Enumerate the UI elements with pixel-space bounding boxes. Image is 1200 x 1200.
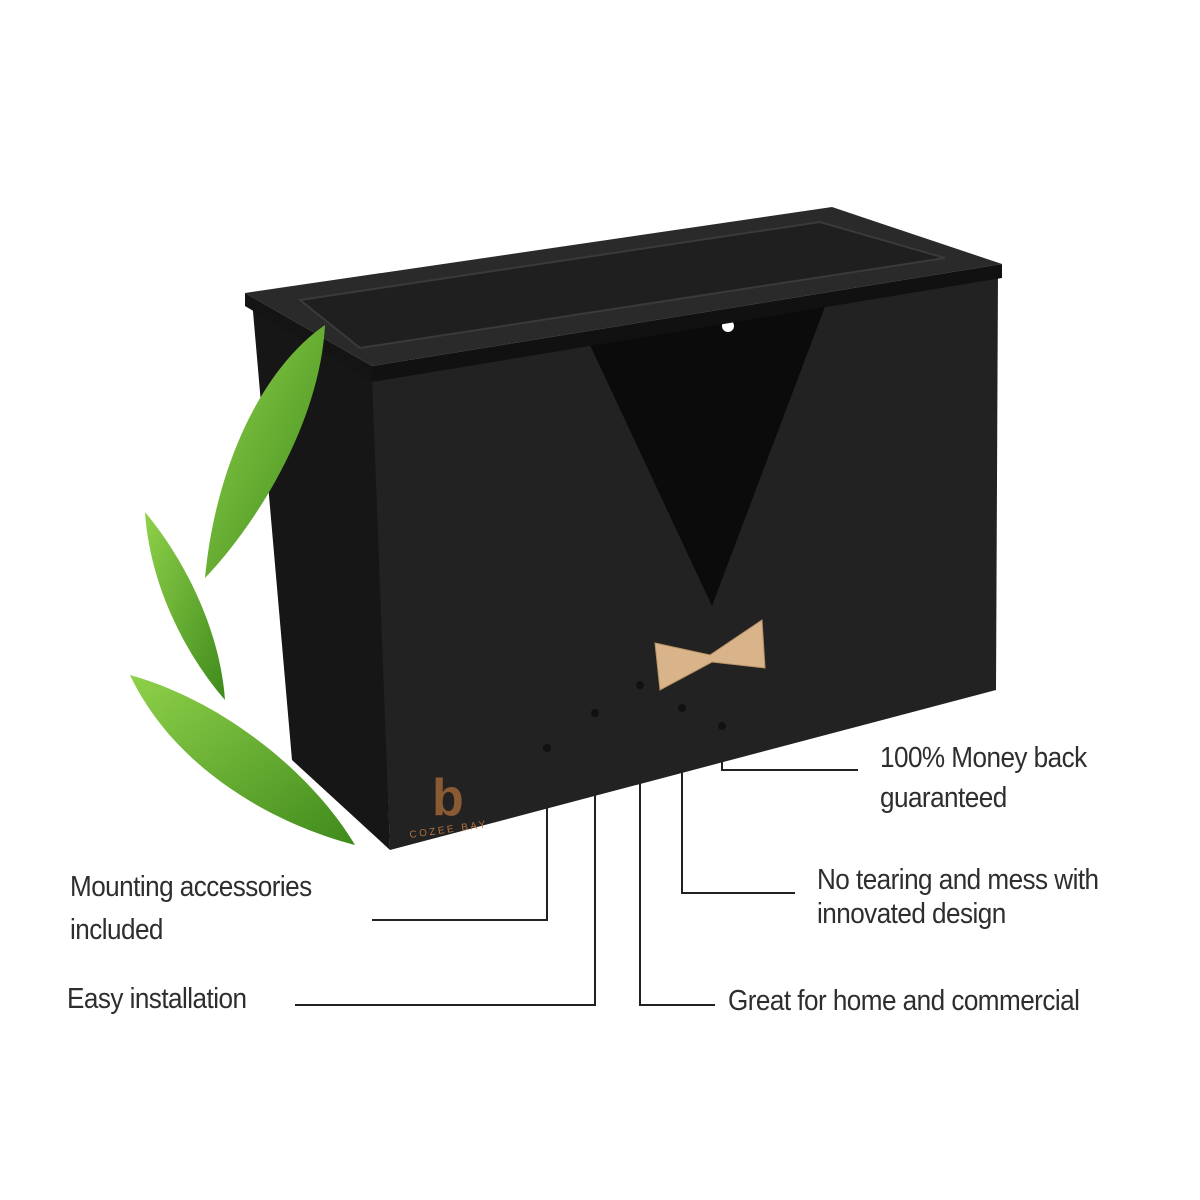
bamboo-leaf-icon — [145, 512, 225, 700]
bamboo-leaf-icon — [205, 325, 325, 578]
bamboo-leaf-icon — [130, 675, 355, 845]
feature-installation: Easy installation — [67, 982, 247, 1016]
feature-text: No tearing and mess with — [817, 864, 1099, 896]
dispenser-slot — [590, 304, 826, 606]
feature-money-back: 100% Money back guaranteed — [880, 741, 1087, 815]
feature-text: included — [70, 914, 163, 946]
feature-text: Mounting accessories — [70, 871, 312, 903]
feature-mounting: Mounting accessories included — [70, 870, 312, 947]
feature-text: guaranteed — [880, 782, 1007, 814]
feature-text: Great for home and commercial — [728, 985, 1080, 1017]
callout-dots — [543, 681, 726, 752]
svg-text:b: b — [432, 769, 464, 827]
feature-text: 100% Money back — [880, 742, 1087, 774]
box-front-face — [372, 272, 998, 850]
feature-text: Easy installation — [67, 983, 247, 1015]
feature-home-commercial: Great for home and commercial — [728, 984, 1080, 1018]
leader-lines — [295, 685, 858, 1006]
box-lid-edge — [245, 293, 372, 382]
feature-no-tearing: No tearing and mess with innovated desig… — [817, 863, 1099, 931]
feature-text: innovated design — [817, 898, 1006, 930]
bowtie-handle — [654, 619, 766, 691]
